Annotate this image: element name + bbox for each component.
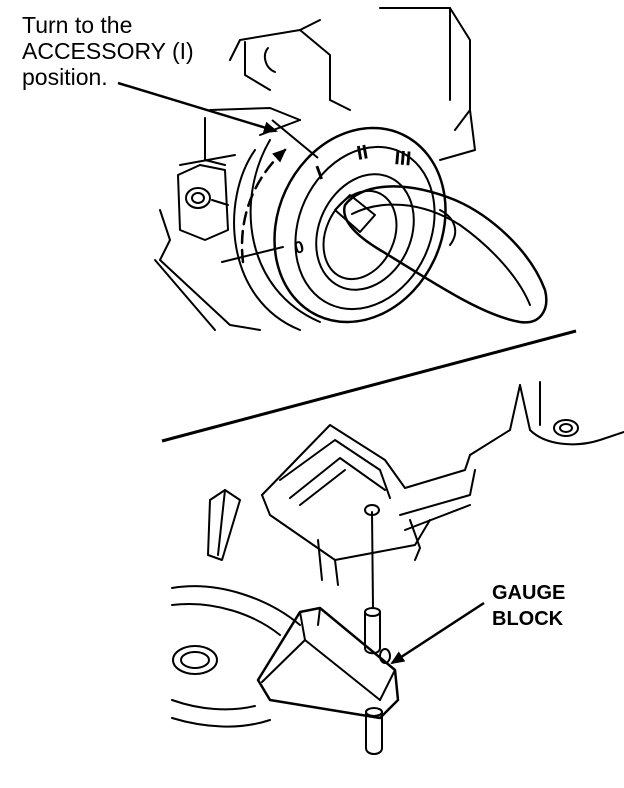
- position-start-label: III: [394, 147, 413, 170]
- callout-top-line-2: ACCESSORY (I): [22, 38, 194, 64]
- gauge-block-illustration: [171, 381, 624, 755]
- callout-bottom-line-1: GAUGE: [492, 582, 566, 604]
- acc-pointer-line: [271, 119, 319, 159]
- gauge-block-leader-arrow: [390, 601, 485, 665]
- gauge-block-callout: GAUGE BLOCK: [492, 580, 612, 632]
- position-on-label: II: [355, 141, 370, 165]
- section-divider: [161, 329, 577, 443]
- ignition-switch-illustration: [154, 7, 548, 331]
- position-off-label: 0: [292, 237, 306, 258]
- callout-top-line-3: position.: [22, 64, 108, 90]
- accessory-position-callout: Turn to the ACCESSORY (I) position.: [22, 12, 282, 90]
- callout-bottom-line-2: BLOCK: [492, 608, 564, 630]
- callout-leader-arrow: [117, 81, 278, 134]
- callout-top-line-1: Turn to the: [22, 12, 133, 38]
